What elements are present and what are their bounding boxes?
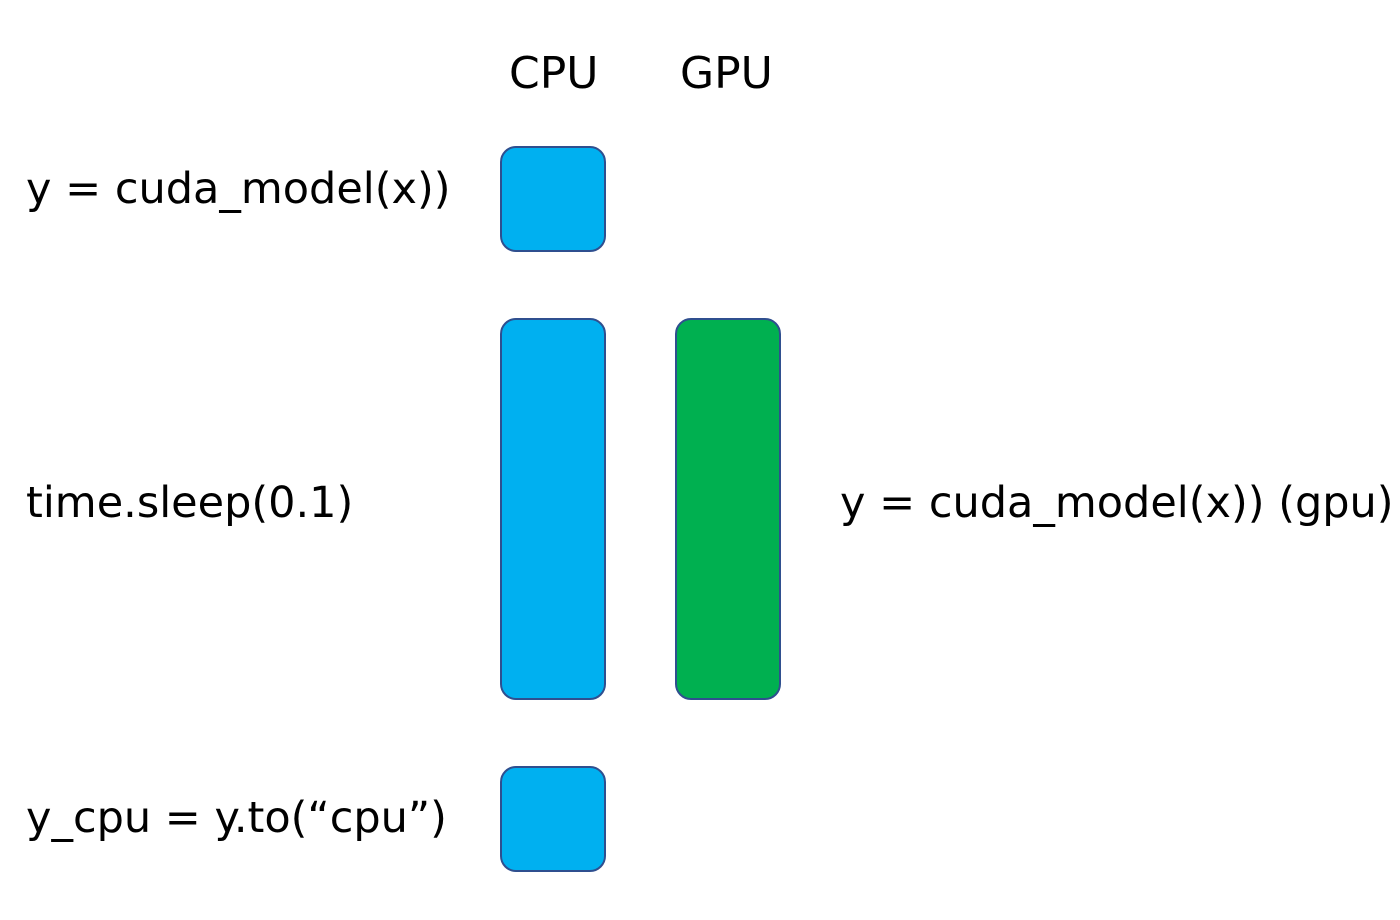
cpu-block-cuda-call [500, 146, 606, 252]
cpu-block-sleep [500, 318, 606, 700]
to-cpu-call-label: y_cpu = y.to(“cpu”) [26, 793, 447, 843]
cpu-block-to-cpu [500, 766, 606, 872]
cpu-column-header: CPU [509, 48, 599, 99]
cuda-model-call-label: y = cuda_model(x)) [26, 164, 451, 214]
sleep-call-label: time.sleep(0.1) [26, 478, 354, 528]
gpu-execution-label: y = cuda_model(x)) (gpu) [840, 478, 1394, 528]
gpu-block-execution [675, 318, 781, 700]
gpu-column-header: GPU [680, 48, 773, 99]
